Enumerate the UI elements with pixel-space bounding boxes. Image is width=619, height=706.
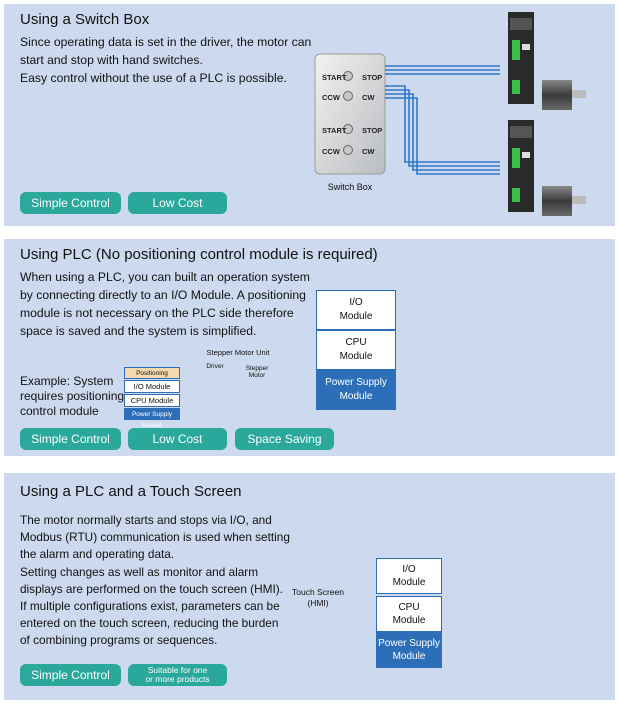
switch-ccw-label: CCW	[322, 147, 340, 156]
driver-unit-1	[508, 12, 534, 104]
power-supply-module: Power Supply Module	[376, 632, 442, 668]
stepper-motor-2	[542, 186, 586, 216]
driver-unit-2	[508, 120, 534, 212]
io-module: I/O Module	[376, 558, 442, 594]
mini-cpu-module: CPU Module	[124, 394, 180, 407]
switch-cw-label: CW	[362, 147, 375, 156]
switch-start-label: START	[322, 73, 347, 82]
switch-cw-label: CW	[362, 93, 375, 102]
switch-start-label: START	[322, 126, 347, 135]
plc-touch-screen-section	[4, 473, 615, 700]
switch-box-title: Using a Switch Box	[20, 11, 150, 28]
plc-description: When using a PLC, you can built an opera…	[20, 270, 310, 338]
switch-box	[314, 53, 386, 175]
space-saving-badge: Space Saving	[235, 428, 334, 450]
touch-screen-label: Touch Screen (HMI)	[292, 587, 344, 608]
cpu-module: CPU Module	[376, 596, 442, 632]
plc-touch-screen-description: The motor normally starts and stops via …	[20, 513, 290, 648]
mini-io-module: I/O Module	[124, 380, 180, 393]
mini-power-supply-module: Power Supply Module	[124, 408, 180, 429]
low-cost-badge: Low Cost	[128, 192, 227, 214]
stepper-motor-1	[542, 80, 586, 110]
switch-box-label: Switch Box	[327, 182, 373, 192]
plc-touch-screen-title: Using a PLC and a Touch Screen	[20, 483, 242, 500]
switch-stop-label: STOP	[362, 73, 383, 82]
simple-control-badge: Simple Control	[20, 192, 121, 214]
simple-control-badge: Simple Control	[20, 428, 121, 450]
low-cost-badge: Low Cost	[128, 428, 227, 450]
plc-section	[4, 239, 615, 456]
stepper-motor-label: Stepper Motor	[245, 365, 269, 379]
suitable-for-products-badge: Suitable for one or more products	[128, 664, 227, 686]
switch-stop-label: STOP	[362, 126, 383, 135]
switch-box-cables	[385, 65, 500, 175]
switch-ccw-label: CCW	[322, 93, 340, 102]
power-supply-module: Power Supply Module	[316, 370, 396, 410]
plc-title: Using PLC (No positioning control module…	[20, 246, 378, 263]
stepper-motor-unit-label: Stepper Motor Unit	[206, 348, 270, 357]
switch-box-description: Since operating data is set in the drive…	[20, 35, 312, 85]
simple-control-badge: Simple Control	[20, 664, 121, 686]
plc-example-text: Example: System requires positioning con…	[20, 374, 125, 418]
io-module: I/O Module	[316, 290, 396, 330]
driver-label: Driver	[206, 363, 224, 370]
mini-positioning-module: Positioning Control Module	[124, 367, 180, 388]
cpu-module: CPU Module	[316, 330, 396, 370]
